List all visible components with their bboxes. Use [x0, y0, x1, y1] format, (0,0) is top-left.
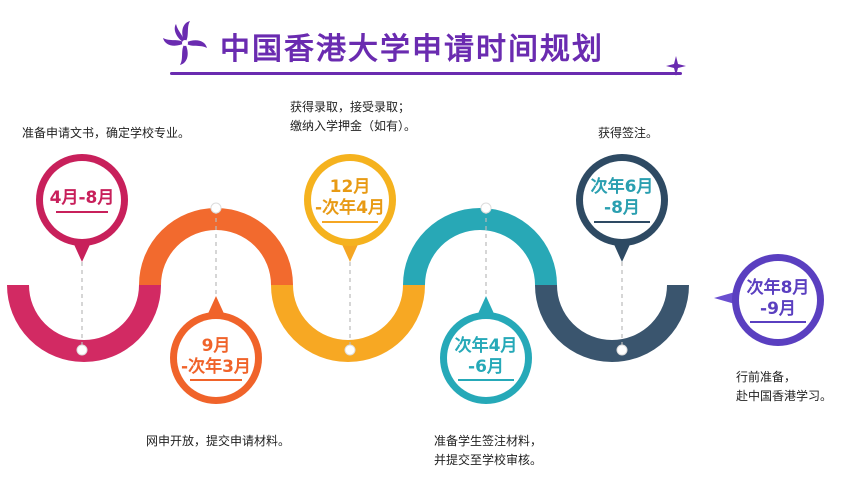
node-dot-2	[210, 202, 222, 214]
node-dot-1	[76, 344, 88, 356]
stage-desc-1: 准备申请文书，确定学校专业。	[22, 124, 190, 143]
stage-desc-6-line2: 赴中国香港学习。	[736, 389, 833, 403]
stage-time-2-line1: 9月	[201, 336, 231, 356]
stage-time-3-line1: 12月	[329, 177, 371, 197]
page-title: 中国香港大学申请时间规划	[220, 32, 604, 67]
title-block: 中国香港大学申请时间规划	[160, 10, 686, 76]
stage-time-5: 次年6月 -8月	[582, 177, 662, 219]
stage-time-5-line1: 次年6月	[590, 177, 654, 197]
wave-segment-5	[535, 284, 689, 362]
stage-desc-1-line1: 准备申请文书，确定学校专业。	[22, 126, 191, 140]
stage-time-2-line2: -次年3月	[181, 357, 251, 377]
stage-time-6-line1: 次年8月	[746, 278, 810, 298]
stage-desc-6: 行前准备， 赴中国香港学习。	[736, 368, 832, 406]
stage-desc-3-line2: 缴纳入学押金（如有）。	[290, 119, 417, 133]
stage-time-6-line2: -9月	[760, 299, 796, 319]
stage-desc-4-line1: 准备学生签注材料，	[434, 434, 543, 448]
stage-desc-2-line1: 网申开放，提交申请材料。	[146, 434, 291, 448]
stage-bubble-1	[36, 154, 128, 262]
stage-time-2: 9月 -次年3月	[176, 336, 256, 378]
stage-time-4-line2: -6月	[468, 357, 504, 377]
node-dot-5	[616, 344, 628, 356]
stage-desc-5: 获得签注。	[598, 124, 658, 143]
wave-segment-1	[7, 284, 161, 362]
stage-desc-2: 网申开放，提交申请材料。	[146, 432, 290, 451]
stage-time-4: 次年4月 -6月	[446, 336, 526, 378]
stage-time-6: 次年8月 -9月	[738, 278, 818, 320]
stage-time-5-line2: -8月	[604, 198, 640, 218]
stage-time-1-line1: 4月-8月	[49, 188, 115, 208]
stage-time-1: 4月-8月	[42, 188, 122, 209]
stage-desc-3-line1: 获得录取，接受录取；	[290, 100, 411, 114]
bauhinia-flower-icon	[163, 21, 207, 65]
wave-segment-4	[403, 208, 557, 286]
stage-time-3-line2: -次年4月	[315, 198, 385, 218]
wave-segment-3	[271, 284, 425, 362]
node-dot-4	[480, 202, 492, 214]
stage-time-3: 12月 -次年4月	[310, 177, 390, 219]
stage-desc-3: 获得录取，接受录取； 缴纳入学押金（如有）。	[290, 98, 416, 136]
title-underline	[170, 72, 682, 75]
stage-desc-4: 准备学生签注材料， 并提交至学校审核。	[434, 432, 542, 470]
stage-time-4-line1: 次年4月	[454, 336, 518, 356]
node-dot-3	[344, 344, 356, 356]
stage-desc-4-line2: 并提交至学校审核。	[434, 453, 543, 467]
stage-desc-5-line1: 获得签注。	[598, 126, 659, 140]
sparkle-icon	[666, 56, 686, 76]
stage-desc-6-line1: 行前准备，	[736, 370, 797, 384]
